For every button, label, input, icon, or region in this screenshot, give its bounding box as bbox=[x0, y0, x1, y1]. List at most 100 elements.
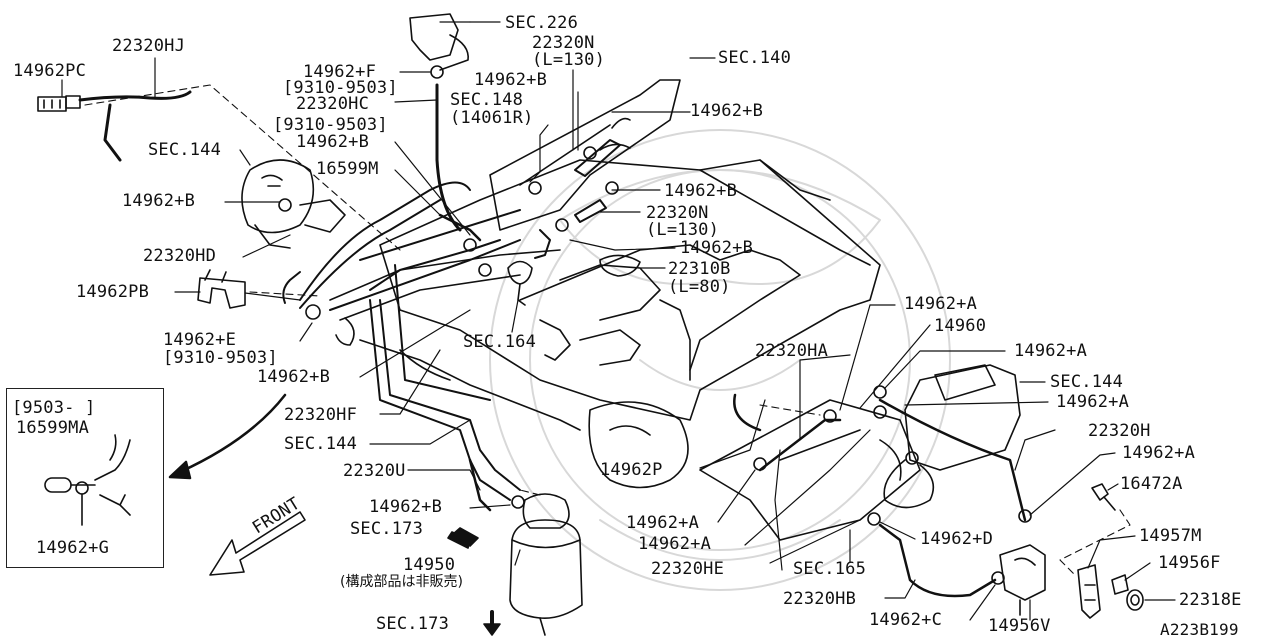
label-16599M: 16599M bbox=[316, 159, 379, 179]
hose-run-long bbox=[282, 181, 521, 501]
label-sec144-b: SEC.144 bbox=[1050, 372, 1124, 392]
cylinder-head-cover-rear bbox=[489, 79, 681, 231]
hose-22320HJ bbox=[78, 90, 192, 162]
hose-22320HC bbox=[435, 83, 462, 232]
label-14962E: 14962+E bbox=[163, 330, 237, 350]
diagram-id: A223B199 bbox=[1160, 620, 1239, 639]
label-22320HA: 22320HA bbox=[755, 341, 829, 361]
intake-manifold bbox=[329, 249, 581, 431]
hose-22320N-top bbox=[574, 139, 621, 177]
bracket-14957M bbox=[1077, 564, 1101, 619]
label-sec144-c: SEC.144 bbox=[284, 434, 358, 454]
vvt-valve bbox=[999, 544, 1046, 616]
label-14962PC: 14962PC bbox=[13, 61, 87, 81]
label-22320U: 22320U bbox=[343, 461, 406, 481]
front-arrow-icon bbox=[209, 511, 306, 576]
label-22320HF: 22320HF bbox=[284, 405, 358, 425]
label-sec144-a: SEC.144 bbox=[148, 140, 222, 160]
label-14960: 14960 bbox=[934, 316, 987, 336]
vacuum-tank-14950 bbox=[509, 493, 583, 636]
label-14962D: 14962+D bbox=[920, 529, 994, 549]
inset-part-16599MA: 16599MA bbox=[16, 418, 90, 438]
resonator-right bbox=[883, 364, 1021, 509]
label-14962C: 14962+C bbox=[869, 610, 943, 630]
label-14962A-2: 14962+A bbox=[1014, 341, 1088, 361]
resonator-sec164 bbox=[507, 260, 533, 306]
label-22320N-mid: 22320N bbox=[646, 203, 709, 223]
label-22320HB: 22320HB bbox=[783, 589, 857, 609]
label-14962A-1: 14962+A bbox=[904, 294, 978, 314]
label-22320HC-range: [9310-9503] bbox=[273, 115, 388, 135]
engine-block-main bbox=[379, 159, 881, 421]
label-14962F: 14962+F bbox=[303, 62, 377, 82]
label-14962A-3: 14962+A bbox=[1056, 392, 1130, 412]
hose-16599M bbox=[438, 213, 482, 242]
label-14962B-1: 14962+B bbox=[474, 70, 548, 90]
label-14950: 14950 bbox=[403, 555, 456, 575]
label-sec226: SEC.226 bbox=[505, 13, 579, 33]
label-22320H: 22320H bbox=[1088, 421, 1151, 441]
label-14957M: 14957M bbox=[1139, 526, 1202, 546]
leader-lines bbox=[61, 21, 1176, 621]
clamps bbox=[278, 65, 1032, 585]
label-14962A-6: 14962+A bbox=[638, 534, 712, 554]
grommet-14956F bbox=[1111, 574, 1129, 595]
label-14962B-6: 14962+B bbox=[680, 238, 754, 258]
label-sec173-b: SEC.173 bbox=[376, 614, 450, 634]
hose-22320H bbox=[878, 398, 1027, 522]
sensor-16472A bbox=[1091, 483, 1116, 511]
arrow-sec173-upper bbox=[447, 527, 479, 549]
hose-22320HB bbox=[878, 523, 997, 598]
inset-range: [9503- ] bbox=[12, 398, 96, 418]
dashed-guides bbox=[84, 84, 1131, 576]
label-14962B-3: 14962+B bbox=[296, 132, 370, 152]
label-sec148: SEC.148 bbox=[450, 90, 524, 110]
label-sec164: SEC.164 bbox=[463, 332, 537, 352]
label-14962PB: 14962PB bbox=[76, 282, 150, 302]
curved-arrow-to-inset bbox=[168, 393, 287, 480]
throttle-body bbox=[588, 401, 689, 489]
label-14962B-2: 14962+B bbox=[690, 101, 764, 121]
label-sec165: SEC.165 bbox=[793, 559, 867, 579]
label-14962F-range: [9310-9503] bbox=[283, 78, 398, 98]
label-14962P: 14962P bbox=[600, 460, 663, 480]
connector-14962PC bbox=[37, 95, 81, 112]
label-14962E-range: [9310-9503] bbox=[163, 348, 278, 368]
vacuum-tank-top bbox=[409, 13, 469, 71]
label-14962A-4: 14962+A bbox=[1122, 443, 1196, 463]
label-22318E: 22318E bbox=[1179, 590, 1242, 610]
label-sec140: SEC.140 bbox=[718, 48, 792, 68]
label-14962B-8: 14962+B bbox=[369, 497, 443, 517]
inset-clamp-14962G: 14962+G bbox=[36, 538, 110, 558]
label-14956F: 14956F bbox=[1158, 553, 1221, 573]
bracket-14962PB bbox=[197, 277, 246, 309]
arrow-sec173-lower bbox=[483, 610, 501, 636]
label-22310B-length: (L=80) bbox=[668, 277, 731, 297]
label-22320N-mid-length: (L=130) bbox=[646, 220, 720, 240]
hose-22320HA bbox=[733, 393, 842, 472]
label-22320N-top: 22320N bbox=[532, 33, 595, 53]
bracket-14962PB-tabs bbox=[204, 269, 227, 283]
label-sec173-a: SEC.173 bbox=[350, 519, 424, 539]
hose-22320N-mid bbox=[574, 199, 607, 223]
label-22320N-top-length: (L=130) bbox=[532, 50, 606, 70]
label-16472A: 16472A bbox=[1120, 474, 1183, 494]
cap-22318E bbox=[1126, 589, 1144, 611]
label-14962A-5: 14962+A bbox=[626, 513, 700, 533]
label-22320HE: 22320HE bbox=[651, 559, 725, 579]
label-14950-note: (構成部品は非販売) bbox=[340, 574, 463, 590]
label-14956V: 14956V bbox=[988, 616, 1051, 636]
hose-22310B bbox=[534, 229, 551, 259]
label-14962B-4: 14962+B bbox=[122, 191, 196, 211]
label-22320HD: 22320HD bbox=[143, 246, 217, 266]
label-14962B-7: 14962+B bbox=[257, 367, 331, 387]
label-22320HC: 22320HC bbox=[296, 94, 370, 114]
label-sec148-ref: (14061R) bbox=[450, 108, 534, 128]
watermark-emblem bbox=[489, 129, 951, 591]
label-22320HJ: 22320HJ bbox=[112, 36, 186, 56]
label-14962B-5: 14962+B bbox=[664, 181, 738, 201]
inset-box bbox=[6, 388, 164, 568]
label-22310B: 22310B bbox=[668, 259, 731, 279]
